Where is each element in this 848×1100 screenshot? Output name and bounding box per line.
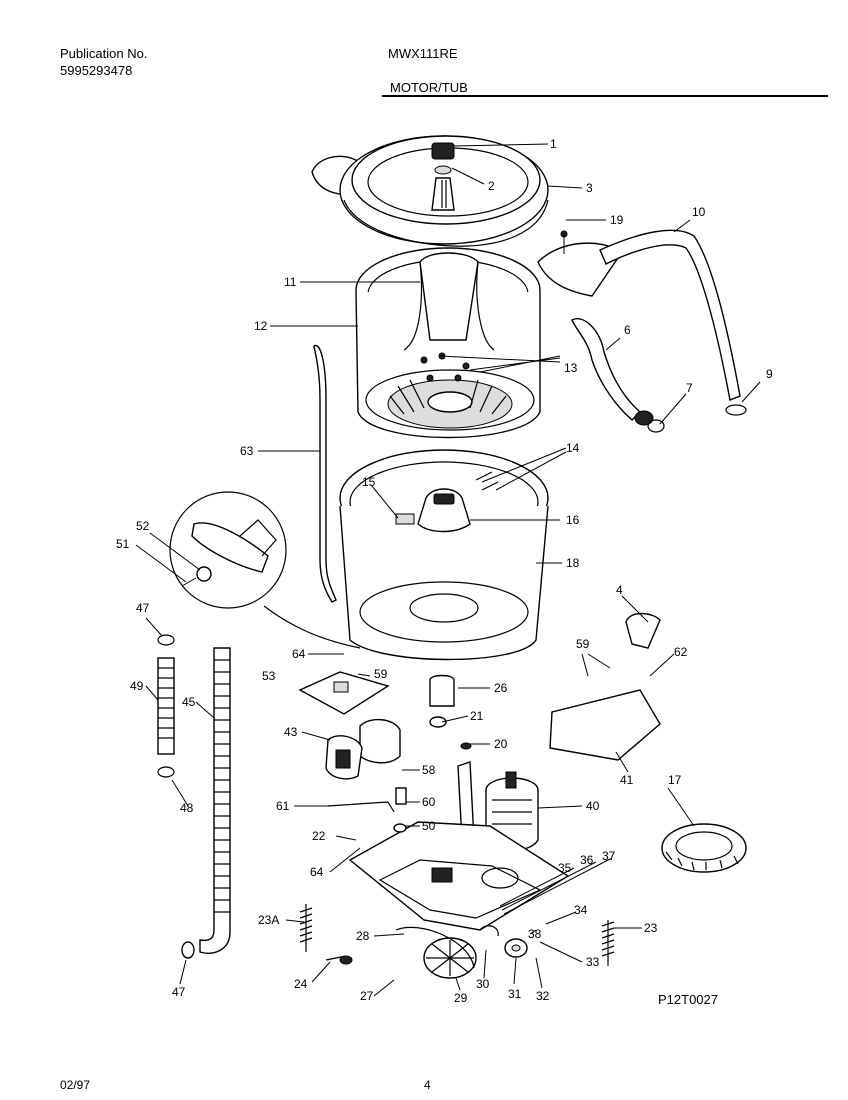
callout: 47	[136, 601, 150, 615]
spring-23a	[299, 904, 313, 952]
callout: 41	[620, 773, 634, 787]
callout: 23A	[258, 913, 279, 927]
callout: 31	[508, 987, 522, 1001]
tub-bolts	[475, 471, 499, 491]
mount-26	[429, 674, 455, 707]
washer-50	[393, 823, 407, 833]
model-number: MWX111RE	[388, 46, 458, 61]
pulley-29	[395, 926, 477, 979]
bracket-63	[298, 671, 390, 715]
callout: 3	[586, 181, 593, 195]
callout: 59	[576, 637, 590, 651]
callout: 33	[586, 955, 600, 969]
pulley-31-hub	[511, 944, 521, 952]
callout: 49	[130, 679, 144, 693]
callout: 16	[566, 513, 580, 527]
publication-number: 5995293478	[60, 63, 133, 78]
pump-43	[325, 719, 401, 780]
callout: 6	[624, 323, 631, 337]
callout: 10	[692, 205, 706, 219]
callout: 36	[580, 853, 594, 867]
callout: 37	[602, 849, 616, 863]
callout: 60	[422, 795, 436, 809]
callout: 21	[470, 709, 484, 723]
callout: 38	[528, 927, 542, 941]
callout: 51	[116, 537, 130, 551]
callout: 58	[422, 763, 436, 777]
callout: 4	[616, 583, 623, 597]
callout: 34	[574, 903, 588, 917]
callout: 9	[766, 367, 773, 381]
spin-basket	[355, 247, 541, 439]
callout: 32	[536, 989, 550, 1003]
callout-labels: 1 2 3 19 10 11 12 13 6 7 9 63 14 15 16 1…	[116, 137, 773, 1005]
base-frame-22	[348, 821, 570, 931]
bar-61	[327, 801, 395, 813]
callout: 64	[310, 865, 324, 879]
callout: 23	[644, 921, 658, 935]
callout: 14	[566, 441, 580, 455]
callout: 11	[284, 275, 297, 289]
suspension-rod	[313, 344, 337, 603]
sump-hose	[571, 318, 747, 433]
callout: 7	[686, 381, 693, 395]
callout: 61	[276, 799, 290, 813]
callout: 50	[422, 819, 436, 833]
outer-tub	[339, 449, 549, 661]
callout: 1	[550, 137, 557, 151]
spacer-60	[395, 787, 407, 805]
callout: 29	[454, 991, 468, 1005]
clip-24-end	[339, 955, 353, 965]
callout: 24	[294, 977, 308, 991]
callout: 52	[136, 519, 150, 533]
callout: 48	[180, 801, 194, 815]
outer-tub-cover	[311, 135, 549, 247]
section-title: MOTOR/TUB	[390, 80, 468, 95]
callout: 26	[494, 681, 508, 695]
spring-23	[601, 920, 615, 966]
callout: 18	[566, 556, 580, 570]
callout: 45	[182, 695, 196, 709]
callout: 62	[674, 645, 688, 659]
callout: 28	[356, 929, 370, 943]
header-rule	[382, 95, 828, 97]
agitator-cap	[431, 142, 455, 211]
callout: 40	[586, 799, 600, 813]
callout: 64	[292, 647, 306, 661]
callout: 22	[312, 829, 326, 843]
callout: 30	[476, 977, 490, 991]
callout: 53	[262, 669, 276, 683]
callout: 2	[488, 179, 495, 193]
diagram-code: P12T0027	[658, 992, 718, 1007]
gear-17	[661, 823, 747, 873]
callout: 35	[558, 861, 572, 875]
screw-20	[460, 742, 472, 750]
callout: 47	[172, 985, 186, 999]
leader-lines	[135, 143, 761, 997]
fill-hose	[181, 647, 231, 959]
short-hose	[157, 634, 175, 778]
detail-inset	[169, 491, 361, 649]
bracket-41	[549, 689, 661, 761]
bracket-63-hole	[333, 681, 349, 693]
switch-4	[625, 612, 661, 649]
clutch-30	[479, 925, 499, 937]
callout: 63	[240, 444, 254, 458]
publication-label: Publication No.	[60, 46, 148, 61]
callout: 20	[494, 737, 508, 751]
callout: 12	[254, 319, 268, 333]
callout: 43	[284, 725, 298, 739]
callout: 27	[360, 989, 374, 1003]
callout: 19	[610, 213, 624, 227]
washer-21	[429, 716, 447, 728]
callout: 17	[668, 773, 682, 787]
drain-hose	[537, 229, 741, 401]
footer-page-number: 4	[424, 1078, 431, 1092]
footer-date: 02/97	[60, 1078, 91, 1092]
callout: 15	[362, 475, 376, 489]
callout: 13	[564, 361, 578, 375]
callout: 59	[374, 667, 388, 681]
